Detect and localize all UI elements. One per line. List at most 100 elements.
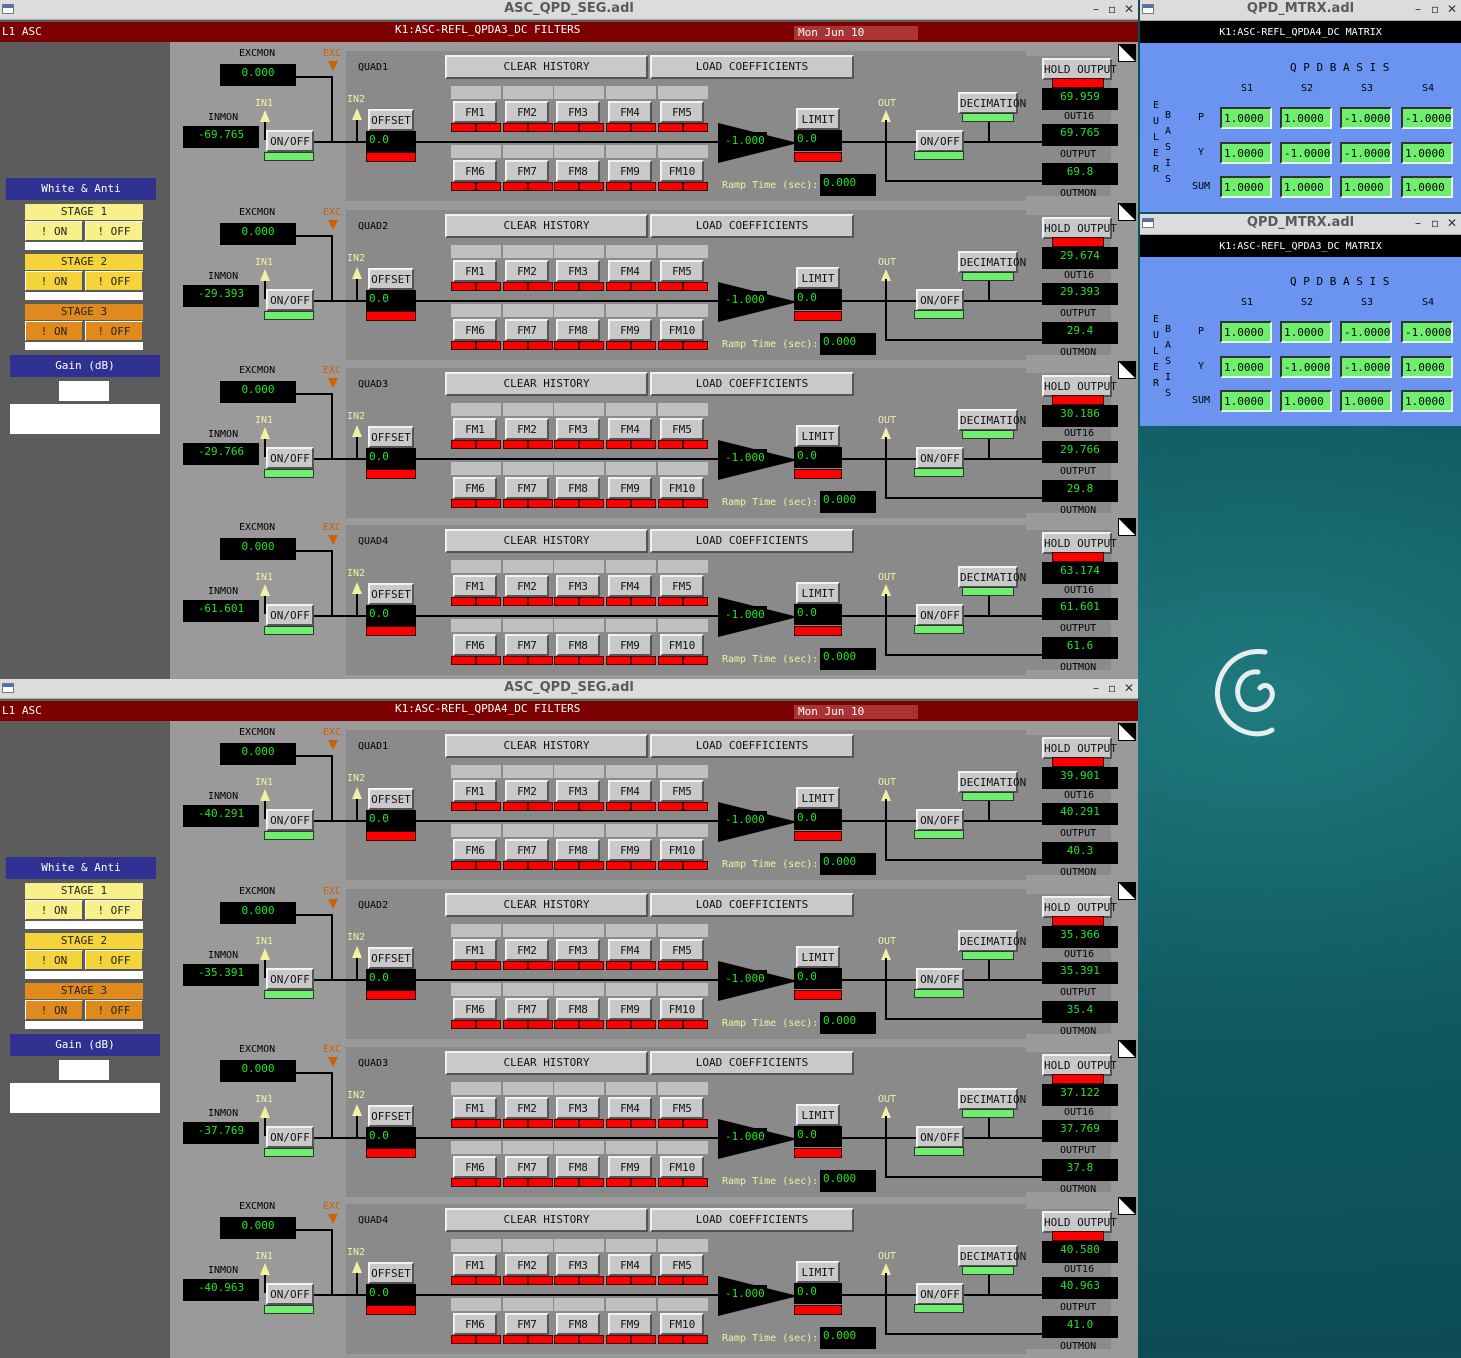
fm9-button[interactable]: FM9 (608, 839, 652, 861)
fm3-button[interactable]: FM3 (556, 101, 600, 123)
fm2-button[interactable]: FM2 (505, 780, 549, 802)
load-coefficients-button[interactable]: LOAD COEFFICIENTS (650, 372, 854, 396)
clear-history-button[interactable]: CLEAR HISTORY (445, 734, 648, 758)
fm4-button[interactable]: FM4 (608, 575, 652, 597)
output-on-off-button[interactable]: ON/OFF (916, 289, 964, 311)
fm3-button[interactable]: FM3 (556, 260, 600, 282)
output-on-off-button[interactable]: ON/OFF (916, 447, 964, 469)
fm6-button[interactable]: FM6 (453, 998, 497, 1020)
matrix-cell-input[interactable]: 1.0000 (1280, 176, 1332, 198)
fm5-button[interactable]: FM5 (660, 575, 704, 597)
load-coefficients-button[interactable]: LOAD COEFFICIENTS (650, 529, 854, 553)
fm9-button[interactable]: FM9 (608, 1313, 652, 1335)
output-on-off-button[interactable]: ON/OFF (916, 1126, 964, 1148)
fm3-button[interactable]: FM3 (556, 1254, 600, 1276)
limit-button[interactable]: LIMIT (796, 946, 840, 968)
matrix-cell-input[interactable]: -1.0000 (1340, 321, 1392, 343)
corner-arrow-icon[interactable] (1118, 44, 1136, 62)
fm7-button[interactable]: FM7 (505, 998, 549, 1020)
matrix-cell-input[interactable]: -1.0000 (1280, 142, 1332, 164)
matrix-cell-input[interactable]: 1.0000 (1401, 356, 1453, 378)
clear-history-button[interactable]: CLEAR HISTORY (445, 214, 648, 238)
fm1-button[interactable]: FM1 (453, 939, 497, 961)
corner-arrow-icon[interactable] (1118, 882, 1136, 900)
window-menu-icon[interactable] (1142, 218, 1154, 228)
output-on-off-button[interactable]: ON/OFF (916, 130, 964, 152)
fm7-button[interactable]: FM7 (505, 319, 549, 341)
matrix-cell-input[interactable]: -1.0000 (1401, 321, 1453, 343)
fm1-button[interactable]: FM1 (453, 1097, 497, 1119)
matrix-cell-input[interactable]: -1.0000 (1340, 107, 1392, 129)
fm8-button[interactable]: FM8 (556, 634, 600, 656)
minimize-icon[interactable]: – (1415, 216, 1421, 230)
corner-arrow-icon[interactable] (1118, 203, 1136, 221)
clear-history-button[interactable]: CLEAR HISTORY (445, 893, 648, 917)
fm3-button[interactable]: FM3 (556, 939, 600, 961)
matrix-cell-input[interactable]: 1.0000 (1220, 142, 1272, 164)
matrix-cell-input[interactable]: 1.0000 (1340, 390, 1392, 412)
fm7-button[interactable]: FM7 (505, 1313, 549, 1335)
matrix-cell-input[interactable]: 1.0000 (1280, 321, 1332, 343)
matrix-cell-input[interactable]: 1.0000 (1220, 176, 1272, 198)
stage-2-on-button[interactable]: ! ON (25, 950, 83, 970)
hold-output-button[interactable]: HOLD OUTPUT (1042, 896, 1117, 918)
limit-button[interactable]: LIMIT (796, 582, 840, 604)
fm10-button[interactable]: FM10 (660, 839, 704, 861)
stage-1-off-button[interactable]: ! OFF (85, 221, 143, 241)
corner-arrow-icon[interactable] (1118, 723, 1136, 741)
fm3-button[interactable]: FM3 (556, 780, 600, 802)
limit-button[interactable]: LIMIT (796, 1261, 840, 1283)
output-on-off-button[interactable]: ON/OFF (916, 604, 964, 626)
minimize-icon[interactable]: – (1093, 681, 1099, 695)
hold-output-button[interactable]: HOLD OUTPUT (1042, 1211, 1117, 1233)
hold-output-button[interactable]: HOLD OUTPUT (1042, 737, 1117, 759)
fm9-button[interactable]: FM9 (608, 160, 652, 182)
fm5-button[interactable]: FM5 (660, 780, 704, 802)
limit-button[interactable]: LIMIT (796, 267, 840, 289)
limit-button[interactable]: LIMIT (796, 787, 840, 809)
fm8-button[interactable]: FM8 (556, 160, 600, 182)
hold-output-button[interactable]: HOLD OUTPUT (1042, 58, 1117, 80)
stage-3-on-button[interactable]: ! ON (25, 321, 83, 341)
fm8-button[interactable]: FM8 (556, 477, 600, 499)
fm5-button[interactable]: FM5 (660, 1097, 704, 1119)
fm6-button[interactable]: FM6 (453, 160, 497, 182)
fm5-button[interactable]: FM5 (660, 101, 704, 123)
offset-button[interactable]: OFFSET (368, 1105, 414, 1127)
offset-button[interactable]: OFFSET (368, 947, 414, 969)
load-coefficients-button[interactable]: LOAD COEFFICIENTS (650, 734, 854, 758)
fm8-button[interactable]: FM8 (556, 319, 600, 341)
minimize-icon[interactable]: – (1415, 2, 1421, 16)
fm2-button[interactable]: FM2 (505, 1097, 549, 1119)
limit-button[interactable]: LIMIT (796, 1104, 840, 1126)
fm9-button[interactable]: FM9 (608, 998, 652, 1020)
fm4-button[interactable]: FM4 (608, 260, 652, 282)
fm8-button[interactable]: FM8 (556, 839, 600, 861)
matrix-cell-input[interactable]: -1.0000 (1401, 107, 1453, 129)
matrix-cell-input[interactable]: -1.0000 (1280, 356, 1332, 378)
fm8-button[interactable]: FM8 (556, 998, 600, 1020)
fm7-button[interactable]: FM7 (505, 1156, 549, 1178)
gain-input[interactable] (59, 381, 109, 401)
matrix-cell-input[interactable]: 1.0000 (1220, 107, 1272, 129)
fm2-button[interactable]: FM2 (505, 101, 549, 123)
fm7-button[interactable]: FM7 (505, 839, 549, 861)
maximize-icon[interactable]: ▫ (1108, 2, 1117, 16)
stage-1-off-button[interactable]: ! OFF (85, 900, 143, 920)
close-icon[interactable]: ✕ (1447, 2, 1458, 16)
matrix-cell-input[interactable]: 1.0000 (1401, 142, 1453, 164)
fm4-button[interactable]: FM4 (608, 418, 652, 440)
decimation-button[interactable]: DECIMATION (958, 1088, 1026, 1110)
stage-2-off-button[interactable]: ! OFF (85, 950, 143, 970)
fm2-button[interactable]: FM2 (505, 575, 549, 597)
fm10-button[interactable]: FM10 (660, 634, 704, 656)
minimize-icon[interactable]: – (1093, 2, 1099, 16)
clear-history-button[interactable]: CLEAR HISTORY (445, 55, 648, 79)
maximize-icon[interactable]: ▫ (1108, 681, 1117, 695)
fm1-button[interactable]: FM1 (453, 575, 497, 597)
fm7-button[interactable]: FM7 (505, 634, 549, 656)
maximize-icon[interactable]: ▫ (1431, 216, 1440, 230)
fm6-button[interactable]: FM6 (453, 634, 497, 656)
fm10-button[interactable]: FM10 (660, 319, 704, 341)
fm7-button[interactable]: FM7 (505, 477, 549, 499)
